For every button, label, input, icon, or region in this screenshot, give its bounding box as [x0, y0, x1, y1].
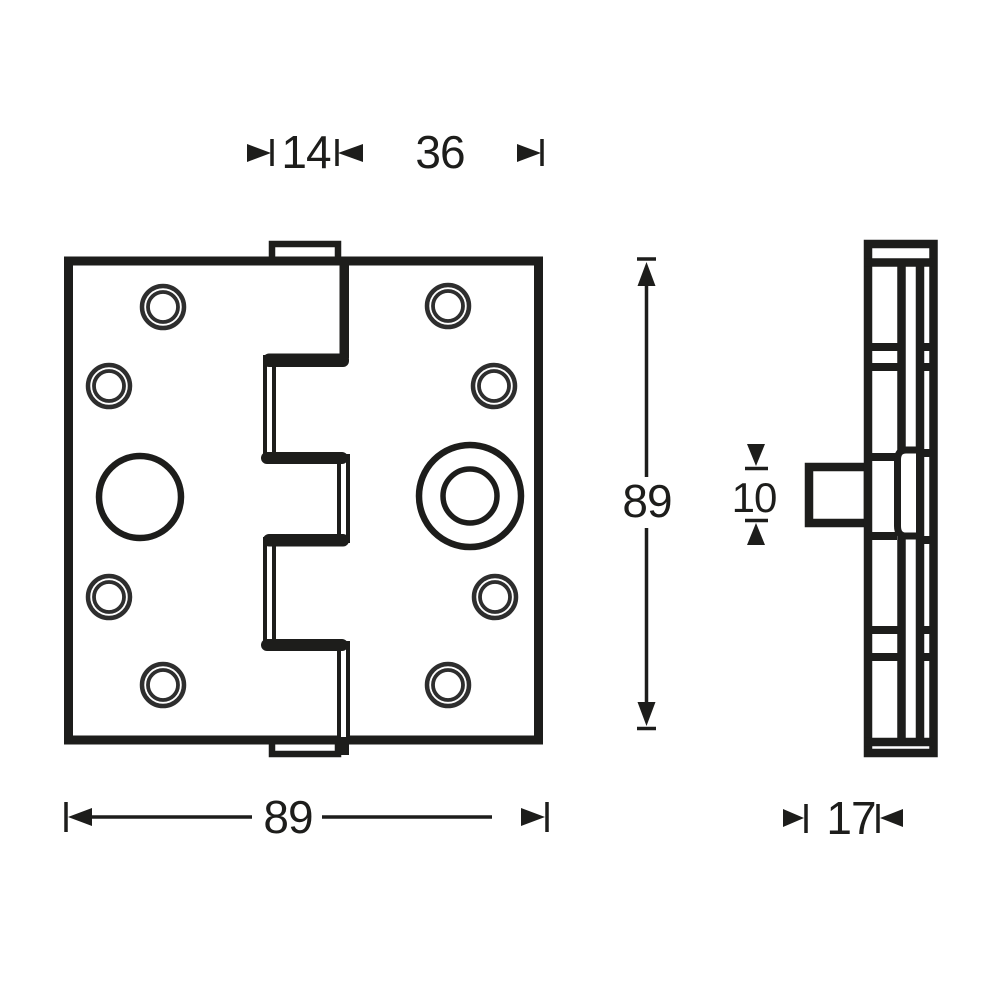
screw-hole	[85, 362, 133, 410]
knuckle-edge-right-lower	[337, 641, 350, 742]
dim-arrow-down-icon	[747, 444, 765, 466]
dim-arrow-up-icon	[747, 523, 765, 545]
dim-label-height: 89	[622, 475, 671, 527]
knuckle-joint-1	[263, 353, 349, 367]
security-pin-ring	[415, 441, 525, 551]
dimension-pin-stub: 10	[732, 444, 777, 545]
knuckle-joint-4	[261, 639, 348, 651]
knuckle-edge-right-middle	[337, 454, 350, 543]
knuckle-edge-bottom	[339, 737, 349, 755]
screw-hole	[424, 282, 472, 330]
knuckle-zigzag	[261, 258, 350, 755]
dimension-width: 89	[64, 791, 549, 843]
profile-inner-lines	[864, 258, 934, 747]
knuckle-joint-lines	[866, 343, 934, 661]
side-view	[804, 239, 938, 758]
security-stub	[804, 462, 873, 528]
screw-hole	[139, 283, 187, 331]
screw-hole	[424, 661, 472, 709]
dim-arrow-right-icon	[783, 809, 804, 827]
large-hole-left	[95, 452, 185, 542]
dimension-leaf-offset: 36	[415, 126, 544, 178]
dim-arrow-left-icon	[338, 144, 363, 162]
dim-label-width: 89	[263, 791, 312, 843]
dim-label-pin-stub: 10	[732, 474, 777, 521]
knuckle-edge-left-upper	[263, 355, 276, 462]
dim-label-leaf-offset: 36	[415, 126, 464, 178]
dim-arrow-up-icon	[637, 262, 656, 286]
dim-arrow-right-icon	[517, 144, 541, 162]
knuckle-joint-2	[261, 452, 348, 464]
knuckle-edge-top	[339, 258, 349, 358]
screw-hole	[85, 573, 133, 621]
dim-arrow-left-icon	[68, 808, 92, 826]
dim-arrow-right-icon	[247, 144, 271, 162]
screw-hole	[471, 573, 519, 621]
dim-arrow-right-icon	[521, 808, 545, 826]
front-view	[64, 240, 543, 758]
pin-barrel-bulge	[894, 446, 916, 540]
screw-hole	[139, 661, 187, 709]
dim-label-profile-depth: 17	[826, 792, 875, 844]
dim-arrow-left-icon	[880, 809, 903, 827]
dimension-profile-depth: 17	[783, 792, 903, 844]
dimension-height: 89	[622, 257, 673, 731]
screw-hole	[470, 362, 518, 410]
knuckle-joint-3	[263, 534, 349, 547]
dimension-knuckle-width: 14	[247, 126, 363, 178]
dim-arrow-down-icon	[637, 702, 656, 726]
screw-holes	[85, 282, 519, 709]
knuckle-edge-left-lower	[263, 537, 276, 645]
dim-label-knuckle-width: 14	[281, 126, 331, 178]
